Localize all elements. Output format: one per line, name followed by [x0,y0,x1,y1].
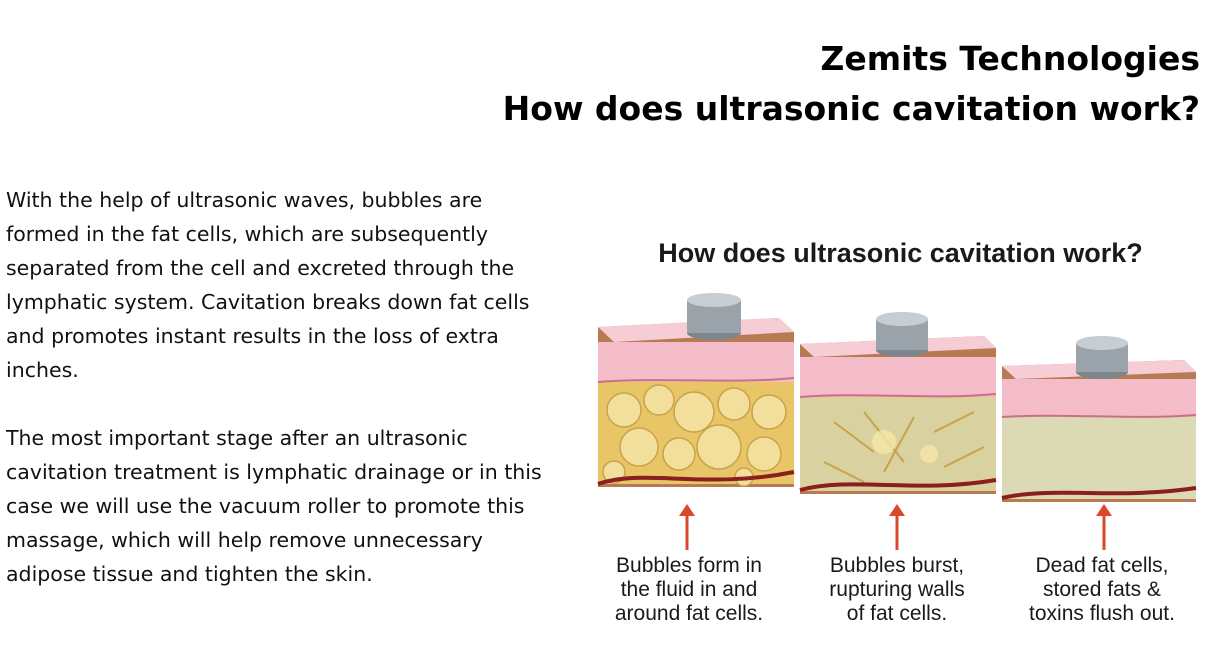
caption-line: Bubbles form in [616,554,762,577]
probe-1 [687,293,741,340]
header: Zemits Technologies How does ultrasonic … [503,34,1200,134]
tissue-illustration [597,293,1197,550]
caption-line: of fat cells. [846,602,948,625]
figure-title: How does ultrasonic cavitation work? [658,238,1143,268]
caption-line: rupturing walls [829,578,965,601]
probe-2 [876,312,928,357]
caption-line: toxins flush out. [1029,602,1175,625]
caption-line: stored fats & [1043,578,1161,601]
header-company: Zemits Technologies [820,39,1200,78]
tissue-block-2 [799,312,997,494]
paragraph-cavitation: With the help of ultrasonic waves, bubbl… [6,188,530,382]
probe-3 [1076,336,1128,379]
fat-cells-1 [602,384,787,487]
header-question: How does ultrasonic cavitation work? [502,89,1200,128]
caption-stage-2: Bubbles burst, rupturing walls of fat ce… [802,554,992,626]
caption-stage-1: Bubbles form in the fluid in and around … [594,554,784,626]
caption-line: Dead fat cells, [1035,554,1169,577]
stage-arrows [679,504,1112,550]
caption-line: around fat cells. [614,602,764,625]
cavitation-figure: How does ultrasonic cavitation work? [584,232,1217,656]
caption-line: the fluid in and [620,578,758,601]
tissue-block-1 [597,293,795,487]
tissue-block-3 [1001,336,1197,502]
caption-line: Bubbles burst, [829,554,965,577]
caption-stage-3: Dead fat cells, stored fats & toxins flu… [1007,554,1197,626]
paragraph-drainage: The most important stage after an ultras… [6,426,542,586]
body-text: With the help of ultrasonic waves, bubbl… [6,183,542,625]
